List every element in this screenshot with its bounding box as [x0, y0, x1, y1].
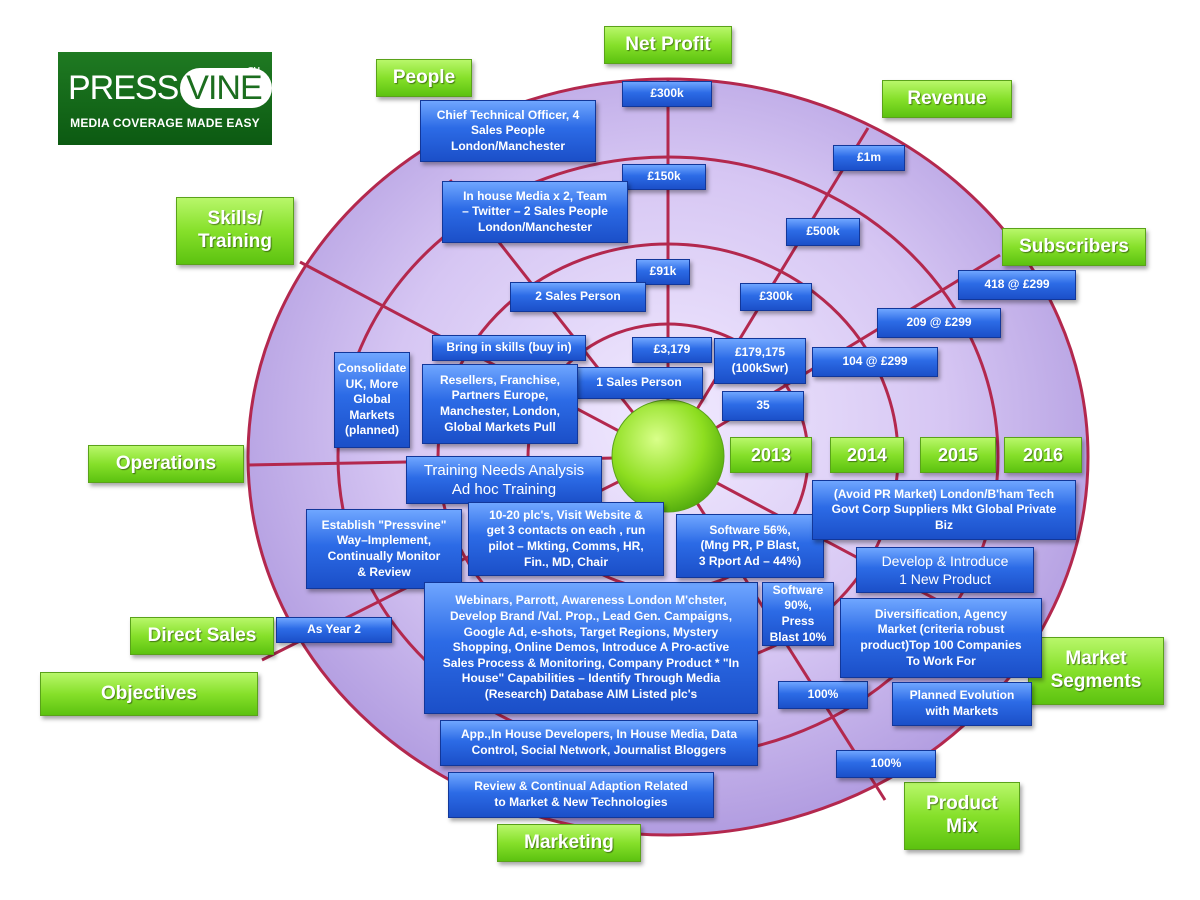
label-skills-training: Skills/ Training: [176, 197, 294, 265]
subscribers-209: 209 @ £299: [877, 308, 1001, 338]
subscribers-35: 35: [722, 391, 804, 421]
subscribers-104: 104 @ £299: [812, 347, 938, 377]
marketing-app: App.,In House Developers, In House Media…: [440, 720, 758, 766]
logo-word-left: PRESS: [68, 68, 179, 107]
label-marketing: Marketing: [497, 824, 641, 862]
marketing-review: Review & Continual Adaption Related to M…: [448, 772, 714, 818]
logo-wordmark: PRESS VINE TM: [68, 66, 272, 110]
label-product-mix: Product Mix: [904, 782, 1020, 850]
product-mix-100-a: 100%: [778, 681, 868, 709]
operations-resellers: Resellers, Franchise, Partners Europe, M…: [422, 364, 578, 444]
marketing-webinars: Webinars, Parrott, Awareness London M'ch…: [424, 582, 758, 714]
revenue-1m: £1m: [833, 145, 905, 171]
operations-consolidate: Consolidate UK, More Global Markets (pla…: [334, 352, 410, 448]
label-subscribers: Subscribers: [1002, 228, 1146, 266]
net-profit-91k: £91k: [636, 259, 690, 285]
people-1-sales: 1 Sales Person: [575, 367, 703, 399]
revenue-179175: £179,175 (100kSwr): [714, 338, 806, 384]
people-inhouse-media: In house Media x 2, Team – Twitter – 2 S…: [442, 181, 628, 243]
subscribers-418: 418 @ £299: [958, 270, 1076, 300]
operations-establish: Establish "Pressvine" Way–Implement, Con…: [306, 509, 462, 589]
market-segments-planned: Planned Evolution with Markets: [892, 682, 1032, 726]
product-mix-software-90: Software 90%, Press Blast 10%: [762, 582, 834, 646]
net-profit-150k: £150k: [622, 164, 706, 190]
center-circle: [611, 399, 725, 513]
people-2-sales: 2 Sales Person: [510, 282, 646, 312]
skills-bring-in: Bring in skills (buy in): [432, 335, 586, 361]
label-objectives: Objectives: [40, 672, 258, 716]
market-segments-develop: Develop & Introduce 1 New Product: [856, 547, 1034, 593]
year-2014: 2014: [830, 437, 904, 473]
product-mix-software-56: Software 56%, (Mng PR, P Blast, 3 Rport …: [676, 514, 824, 578]
year-2016: 2016: [1004, 437, 1082, 473]
pressvine-logo: PRESS VINE TM MEDIA COVERAGE MADE EASY: [58, 52, 272, 145]
skills-training-needs: Training Needs Analysis Ad hoc Training: [406, 456, 602, 504]
label-people: People: [376, 59, 472, 97]
market-segments-avoid-pr: (Avoid PR Market) London/B'ham Tech Govt…: [812, 480, 1076, 540]
logo-tagline: MEDIA COVERAGE MADE EASY: [70, 116, 260, 130]
label-market-segments: Market Segments: [1028, 637, 1164, 705]
logo-trademark: TM: [248, 66, 260, 75]
label-operations: Operations: [88, 445, 244, 483]
year-2015: 2015: [920, 437, 996, 473]
logo-word-right: VINE: [180, 68, 272, 108]
year-2013: 2013: [730, 437, 812, 473]
market-segments-diversification: Diversification, Agency Market (criteria…: [840, 598, 1042, 678]
label-revenue: Revenue: [882, 80, 1012, 118]
net-profit-3179: £3,179: [632, 337, 712, 363]
label-direct-sales: Direct Sales: [130, 617, 274, 655]
people-cto: Chief Technical Officer, 4 Sales People …: [420, 100, 596, 162]
product-mix-100-b: 100%: [836, 750, 936, 778]
revenue-300k: £300k: [740, 283, 812, 311]
revenue-500k: £500k: [786, 218, 860, 246]
direct-sales-plcs: 10-20 plc's, Visit Website & get 3 conta…: [468, 502, 664, 576]
direct-sales-as-year-2: As Year 2: [276, 617, 392, 643]
label-net-profit: Net Profit: [604, 26, 732, 64]
net-profit-300k: £300k: [622, 81, 712, 107]
